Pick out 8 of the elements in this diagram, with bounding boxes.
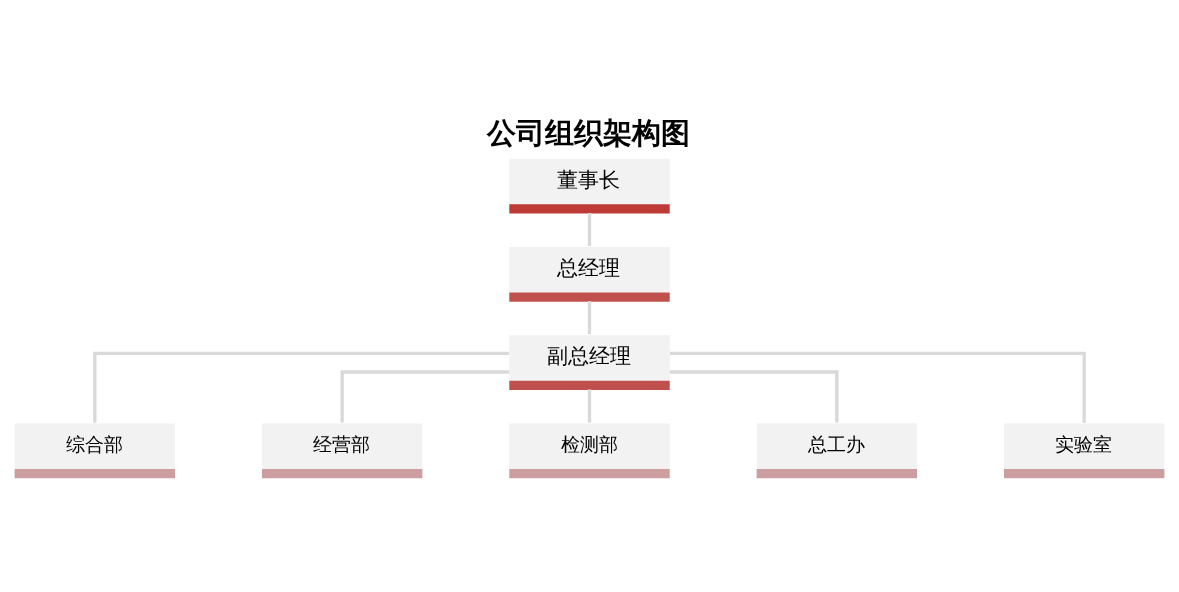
connector bbox=[587, 388, 592, 422]
connector bbox=[670, 351, 1086, 423]
connector bbox=[587, 300, 592, 334]
connector bbox=[669, 369, 839, 422]
diagram-title: 公司组织架构图 bbox=[487, 115, 691, 150]
connector bbox=[340, 369, 510, 422]
connector bbox=[93, 351, 509, 423]
connector bbox=[587, 212, 592, 246]
